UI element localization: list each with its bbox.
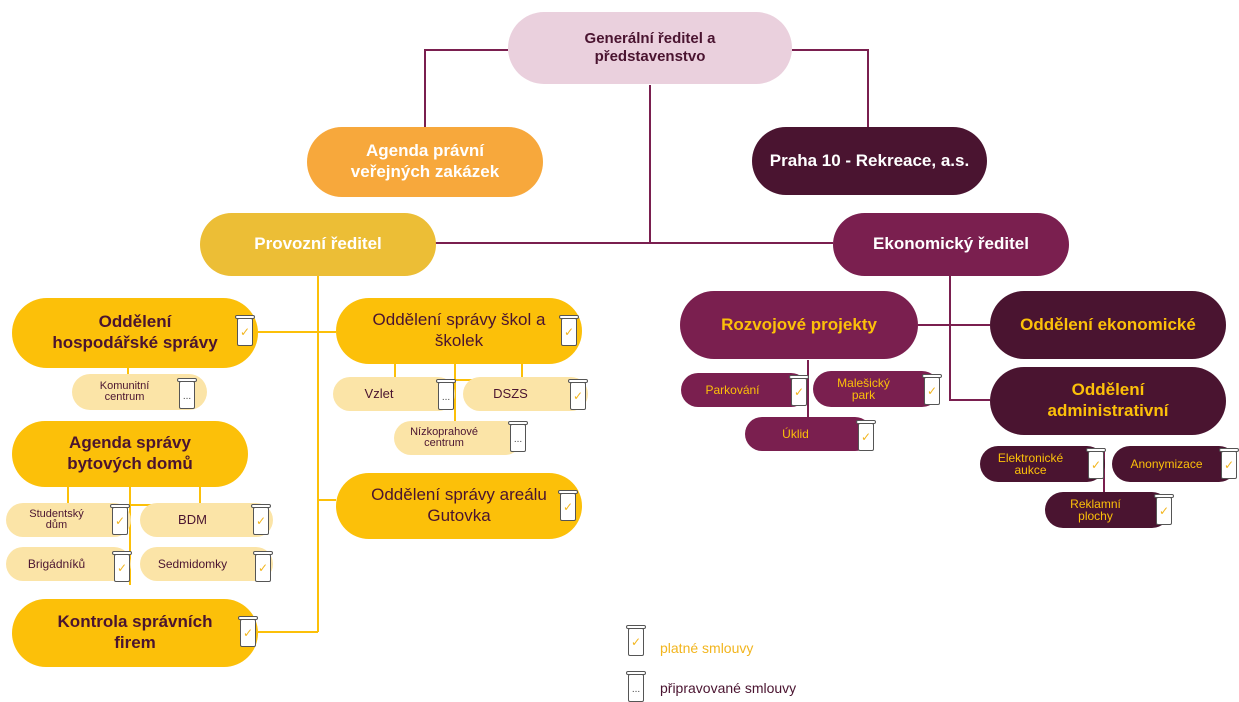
bdm-label: BDM — [178, 512, 207, 528]
valid-contract-icon: ✓ — [112, 551, 132, 582]
skol-label: Oddělení správy škol a školek — [372, 310, 546, 350]
komunitni-label: Komunitní centrum — [99, 380, 150, 403]
reklamni-label: Reklamní plochy — [1070, 497, 1121, 523]
prepared-contract-icon: ... — [436, 379, 456, 410]
uklid-node: Úklid — [745, 417, 872, 451]
bdm-node: BDM — [140, 503, 273, 537]
line-skol-sub — [394, 364, 523, 381]
praha10-label: Praha 10 - Rekreace, a.s. — [769, 150, 970, 170]
valid-contract-icon: ✓ — [1154, 494, 1174, 525]
gutovka-node: Oddělení správy areálu Gutovka — [336, 473, 582, 539]
legend-valid-label: platné smlouvy — [660, 640, 754, 656]
valid-contract-icon: ✓ — [789, 375, 809, 406]
valid-contract-icon: ✓ — [568, 379, 588, 410]
provozni-node: Provozní ředitel — [200, 213, 436, 276]
sedmidomky-node: Sedmidomky — [140, 547, 273, 581]
elektronicke-node: Elektronické aukce — [980, 446, 1105, 482]
agenda-pravni-node: Agenda právní veřejných zakázek — [307, 127, 543, 197]
gutovka-label: Oddělení správy areálu Gutovka — [371, 485, 547, 525]
valid-contract-icon: ✓ — [1086, 448, 1106, 479]
hospodarske-node: Oddělení hospodářské správy — [12, 298, 258, 368]
bytovych-node: Agenda správy bytových domů — [12, 421, 248, 487]
valid-contract-icon: ✓ — [253, 551, 273, 582]
legend-valid-icon: ✓ — [626, 625, 646, 656]
valid-contract-icon: ✓ — [110, 504, 130, 535]
vzlet-label: Vzlet — [364, 386, 394, 402]
skol-node: Oddělení správy škol a školek — [336, 298, 582, 364]
studentsky-node: Studentský dům — [6, 503, 131, 537]
praha10-node: Praha 10 - Rekreace, a.s. — [752, 127, 987, 195]
parkovani-label: Parkování — [705, 382, 760, 397]
malesicky-node: Malešický park — [813, 371, 940, 407]
legend-prepared-icon: ... — [626, 671, 646, 702]
nizkoprah-label: Nízkoprahové centrum — [410, 426, 478, 449]
rozvojove-node: Rozvojové projekty — [680, 291, 918, 359]
nizkoprah-node: Nízkoprahové centrum — [394, 421, 522, 455]
ceo-label: Generální ředitel a představenstvo — [584, 29, 716, 65]
agenda-pravni-label: Agenda právní veřejných zakázek — [350, 141, 500, 181]
valid-contract-icon: ✓ — [856, 420, 876, 451]
anonymizace-node: Anonymizace — [1112, 446, 1237, 482]
administrativni-label: Oddělení administrativní — [1047, 380, 1169, 420]
ekonomicky-node: Ekonomický ředitel — [833, 213, 1069, 276]
legend-prepared-label: připravované smlouvy — [660, 680, 797, 696]
valid-contract-icon: ✓ — [251, 504, 271, 535]
valid-contract-icon: ✓ — [238, 616, 258, 647]
ceo-node: Generální ředitel a představenstvo — [508, 12, 792, 84]
valid-contract-icon: ✓ — [1219, 448, 1239, 479]
administrativni-node: Oddělení administrativní — [990, 367, 1226, 435]
uklid-label: Úklid — [782, 426, 809, 441]
prepared-contract-icon: ... — [508, 421, 528, 452]
valid-contract-icon: ✓ — [922, 374, 942, 405]
ekonomicke-label: Oddělení ekonomické — [1020, 314, 1196, 334]
ekonomicky-label: Ekonomický ředitel — [873, 234, 1029, 254]
sedmidomky-label: Sedmidomky — [157, 556, 228, 571]
line-ceo-praha — [792, 49, 869, 127]
rozvojove-label: Rozvojové projekty — [721, 314, 877, 334]
bytovych-label: Agenda správy bytových domů — [67, 433, 193, 473]
prepared-contract-icon: ... — [177, 378, 197, 409]
ekonomicke-node: Oddělení ekonomické — [990, 291, 1226, 359]
line-byt-sub — [67, 487, 201, 506]
anonymizace-label: Anonymizace — [1130, 457, 1203, 471]
kontrola-node: Kontrola správních firem — [12, 599, 258, 667]
dszs-label: DSZS — [493, 386, 528, 402]
provozni-label: Provozní ředitel — [254, 234, 382, 254]
elektronicke-label: Elektronické aukce — [997, 451, 1064, 477]
hospodarske-label: Oddělení hospodářské správy — [52, 312, 218, 352]
line-eko-admin — [949, 275, 990, 401]
parkovani-node: Parkování — [681, 373, 808, 407]
valid-contract-icon: ✓ — [559, 315, 579, 346]
brigadniku-node: Brigádníků — [6, 547, 131, 581]
valid-contract-icon: ✓ — [235, 315, 255, 346]
malesicky-label: Malešický park — [837, 376, 890, 402]
reklamni-node: Reklamní plochy — [1045, 492, 1170, 528]
studentsky-label: Studentský dům — [29, 508, 84, 531]
brigadniku-label: Brigádníků — [27, 556, 86, 571]
dszs-node: DSZS — [463, 377, 588, 411]
vzlet-node: Vzlet — [333, 377, 455, 411]
line-ceo-agenda — [424, 49, 508, 127]
kontrola-label: Kontrola správních firem — [57, 612, 213, 652]
valid-contract-icon: ✓ — [558, 490, 578, 521]
